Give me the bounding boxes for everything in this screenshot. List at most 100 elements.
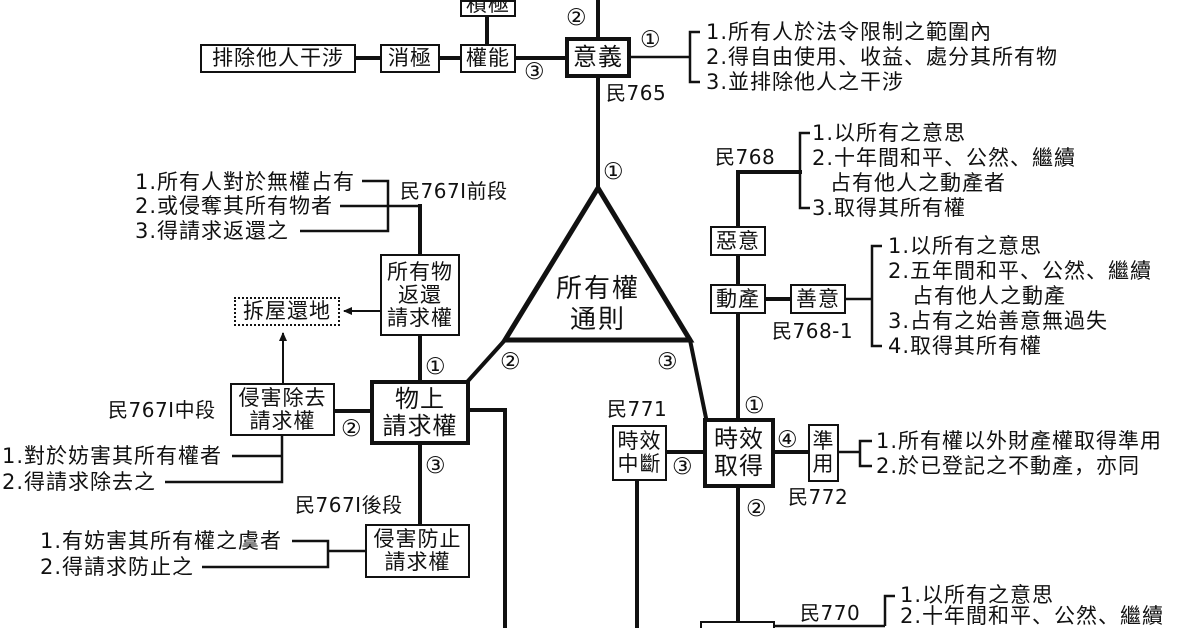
return-claim-item: 1.所有人對於無權占有	[135, 170, 356, 194]
negative-label: 消極	[388, 46, 432, 70]
real-claims-box: 物上 請求權	[370, 380, 470, 445]
prevention-bracket	[202, 539, 365, 569]
meaning-item: 1.所有人於法令限制之範圍內	[706, 20, 993, 44]
prevention-claim-item: 1.有妨害其所有權之虞者	[40, 529, 283, 553]
positive-box: 積極	[460, 0, 516, 17]
good-faith-item: 4.取得其所有權	[888, 334, 1043, 358]
meaning-box: 意義	[565, 37, 631, 78]
movable-box: 動產	[710, 284, 766, 314]
prevention-claim-ref: 民767I後段	[295, 493, 403, 517]
bad-faith-item: 占有他人之動產者	[830, 171, 1006, 195]
interruption-title: 時效	[617, 429, 662, 453]
application-ref: 民772	[788, 485, 849, 509]
marker-one: ①	[425, 354, 446, 380]
branch-770-ref: 民770	[800, 601, 861, 625]
marker-two: ②	[500, 349, 521, 375]
result-label: 拆屋還地	[243, 299, 331, 323]
real-claims-title: 請求權	[382, 411, 458, 440]
good-faith-item: 2.五年間和平、公然、繼續	[888, 259, 1153, 283]
removal-claim-title: 侵害除去	[238, 385, 327, 410]
center-triangle	[500, 183, 695, 343]
interruption-box: 時效 中斷	[612, 425, 667, 481]
branch-770-item: 1.以所有之意思	[900, 583, 1055, 607]
prescription-title: 時效	[714, 425, 764, 453]
good-faith-bracket	[846, 244, 882, 348]
return-bracket	[300, 179, 420, 233]
application-title: 用	[812, 452, 835, 476]
removal-claim-item: 1.對於妨害其所有權者	[2, 444, 223, 468]
removal-claim-ref: 民767I中段	[108, 398, 216, 422]
marker-one: ①	[640, 27, 661, 53]
marker-one: ①	[744, 393, 765, 419]
marker-two: ②	[746, 496, 767, 522]
application-bracket	[839, 439, 872, 468]
interruption-title: 中斷	[617, 452, 662, 476]
marker-one: ①	[603, 159, 624, 185]
positive-label: 積極	[466, 0, 510, 16]
movable-label: 動產	[716, 286, 760, 311]
bad-faith-label: 惡意	[716, 228, 760, 253]
prevention-claim-box: 侵害防止 請求權	[365, 524, 470, 578]
removal-claim-item: 2.得請求除去之	[2, 470, 157, 494]
meaning-item: 2.得自由使用、收益、處分其所有物	[706, 45, 1059, 69]
return-claim-item: 3.得請求返還之	[135, 219, 290, 243]
negative-box: 消極	[380, 44, 440, 73]
return-claim-title: 返還	[398, 282, 442, 307]
center-to-claims-line	[465, 337, 508, 384]
return-claim-title: 請求權	[387, 305, 453, 330]
prevention-claim-title: 侵害防止	[373, 527, 462, 551]
marker-three: ③	[425, 453, 446, 479]
bad-faith-item: 1.以所有之意思	[812, 121, 967, 145]
bad-faith-item: 3.取得其所有權	[812, 196, 967, 220]
power-box: 權能	[460, 44, 516, 73]
removal-claim-title: 請求權	[249, 408, 316, 433]
marker-three: ③	[524, 59, 545, 85]
prescription-title: 取得	[714, 452, 764, 480]
prevention-claim-title: 請求權	[384, 550, 451, 574]
branch-770-item: 2.十年間和平、公然、繼續	[900, 604, 1165, 628]
meaning-ref: 民765	[606, 81, 667, 105]
removal-claim-box: 侵害除去 請求權	[230, 383, 335, 436]
exclude-box: 排除他人干涉	[200, 44, 356, 73]
interruption-ref: 民771	[607, 397, 668, 421]
bad-faith-box: 惡意	[710, 226, 766, 256]
meaning-title: 意義	[573, 43, 623, 71]
marker-three: ③	[672, 454, 693, 480]
return-claim-ref: 民767I前段	[400, 179, 508, 203]
prevention-claim-item: 2.得請求防止之	[40, 555, 195, 579]
application-box: 準 用	[808, 424, 839, 482]
application-item: 2.於已登記之不動產，亦同	[876, 454, 1141, 478]
bad-faith-ref: 民768	[715, 145, 776, 169]
good-faith-item: 3.占有之始善意無過失	[888, 309, 1109, 333]
branch-770-bracket	[775, 594, 895, 628]
prescription-box: 時效 取得	[703, 418, 775, 488]
bad-faith-item: 2.十年間和平、公然、繼續	[812, 146, 1077, 170]
good-faith-box: 善意	[790, 284, 846, 314]
marker-four: ④	[777, 427, 798, 453]
center-title-line2: 通則	[569, 305, 626, 335]
application-title: 準	[812, 429, 835, 453]
real-claims-title: 物上	[395, 384, 445, 413]
good-faith-ref: 民768-1	[772, 319, 854, 343]
exclude-label: 排除他人干涉	[212, 46, 344, 70]
bad-faith-bracket	[798, 131, 810, 210]
good-faith-item: 占有他人之動產	[912, 284, 1066, 308]
marker-two: ②	[341, 416, 362, 442]
meaning-item: 3.並排除他人之干涉	[706, 70, 905, 94]
partial-bottom-box	[700, 621, 775, 628]
return-claim-box: 所有物 返還 請求權	[380, 254, 460, 336]
claims-down-line	[468, 408, 507, 628]
marker-three: ③	[657, 349, 678, 375]
good-faith-item: 1.以所有之意思	[888, 234, 1043, 258]
result-box: 拆屋還地	[234, 297, 340, 326]
good-faith-label: 善意	[796, 286, 840, 311]
removal-bracket	[165, 436, 284, 484]
application-item: 1.所有權以外財產權取得準用	[876, 429, 1163, 453]
meaning-bracket	[631, 30, 700, 84]
power-label: 權能	[466, 46, 510, 70]
return-claim-title: 所有物	[387, 259, 453, 284]
center-to-prescription-line	[687, 337, 709, 421]
marker-two: ②	[566, 5, 587, 31]
return-claim-item: 2.或侵奪其所有物者	[135, 194, 334, 218]
